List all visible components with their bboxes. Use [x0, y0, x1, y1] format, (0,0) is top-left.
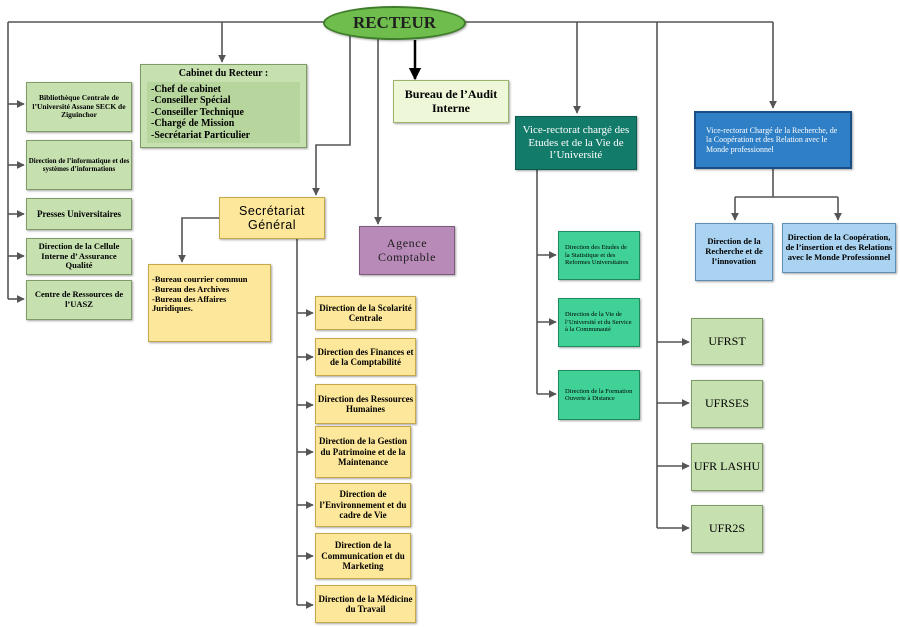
node-direction-finances: Direction des Finances et de la Comptabi… — [315, 338, 416, 376]
node-direction-recherche: Direction de la Recherche et de l’innova… — [695, 223, 773, 281]
cabinet-item: -Conseiller Technique — [151, 106, 244, 118]
node-bureau-audit-interne: Bureau de l’Audit Interne — [393, 80, 509, 123]
node-bureaux: -Bureau courrier commun -Bureau des Arch… — [148, 264, 271, 342]
node-direction-vie-universite: Direction de la Vie de l’Université et d… — [558, 298, 640, 347]
node-vr-recherche: Vice-rectorat Chargé de la Recherche, de… — [694, 111, 852, 169]
node-ufr-lashu: UFR LASHU — [691, 443, 763, 491]
bureau-item: -Bureau des Archives — [152, 283, 230, 294]
node-direction-formation-distance: Direction de la Formation Ouverte à Dist… — [558, 370, 640, 420]
cabinet-item: -Chargé de Mission — [151, 118, 235, 129]
node-direction-etudes-statistique: Direction des Etudes de la Statistique e… — [558, 231, 640, 280]
node-direction-cooperation: Direction de la Coopération, de l’insert… — [782, 223, 896, 273]
node-direction-rh: Direction des Ressources Humaines — [315, 384, 416, 424]
node-direction-environnement: Direction de l’Environnement et du cadre… — [315, 483, 411, 527]
node-agence-comptable: Agence Comptable — [359, 226, 455, 275]
node-direction-scolarite: Direction de la Scolarité Centrale — [315, 296, 416, 330]
node-ufr2s: UFR2S — [691, 505, 763, 553]
node-ufrst: UFRST — [691, 318, 763, 365]
node-direction-medicine: Direction de la Médicine du Travail — [315, 585, 416, 623]
cabinet-list: -Chef de cabinet -Conseiller Spécial -Co… — [147, 81, 300, 143]
node-cabinet-recteur: Cabinet du Recteur : -Chef de cabinet -C… — [140, 64, 307, 148]
node-direction-informatique: Direction de l’informatique et des systè… — [26, 140, 132, 190]
node-ufrses: UFRSES — [691, 380, 763, 428]
root-node-recteur: RECTEUR — [323, 6, 466, 40]
node-assurance-qualite: Direction de la Cellule Interne d’ Assur… — [26, 238, 132, 275]
node-vr-etudes: Vice-rectorat chargé des Etudes et de la… — [515, 116, 637, 170]
bureau-item: -Bureau des Affaires Juridiques. — [152, 293, 227, 314]
node-bibliotheque: Bibliothèque Centrale de l’Université As… — [26, 82, 132, 132]
node-presses-universitaires: Presses Universitaires — [26, 198, 132, 230]
cabinet-item: -Chef de cabinet — [151, 83, 221, 95]
node-centre-ressources: Centre de Ressources de l’UASZ — [26, 280, 132, 320]
bureau-item: -Bureau courrier commun — [152, 274, 248, 284]
cabinet-item: -Secrétariat Particulier — [151, 129, 251, 141]
cabinet-title: Cabinet du Recteur : — [178, 68, 269, 79]
cabinet-item: -Conseiller Spécial — [151, 95, 231, 106]
node-direction-patrimoine: Direction de la Gestion du Patrimoine et… — [315, 426, 411, 478]
node-secretariat-general: Secrétariat Général — [219, 197, 325, 239]
node-direction-communication: Direction de la Communication et du Mark… — [315, 533, 411, 579]
